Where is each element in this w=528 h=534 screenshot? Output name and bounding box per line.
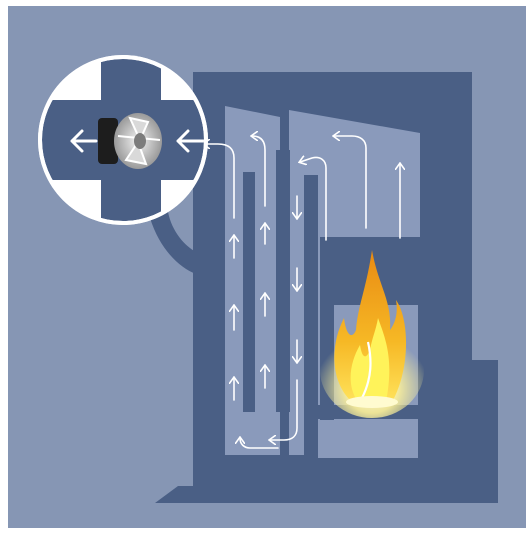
lower-opening <box>318 420 418 458</box>
center-divider <box>276 150 290 412</box>
inner-divider <box>304 175 318 460</box>
left-divider <box>243 172 255 412</box>
fan-icon <box>98 113 162 169</box>
